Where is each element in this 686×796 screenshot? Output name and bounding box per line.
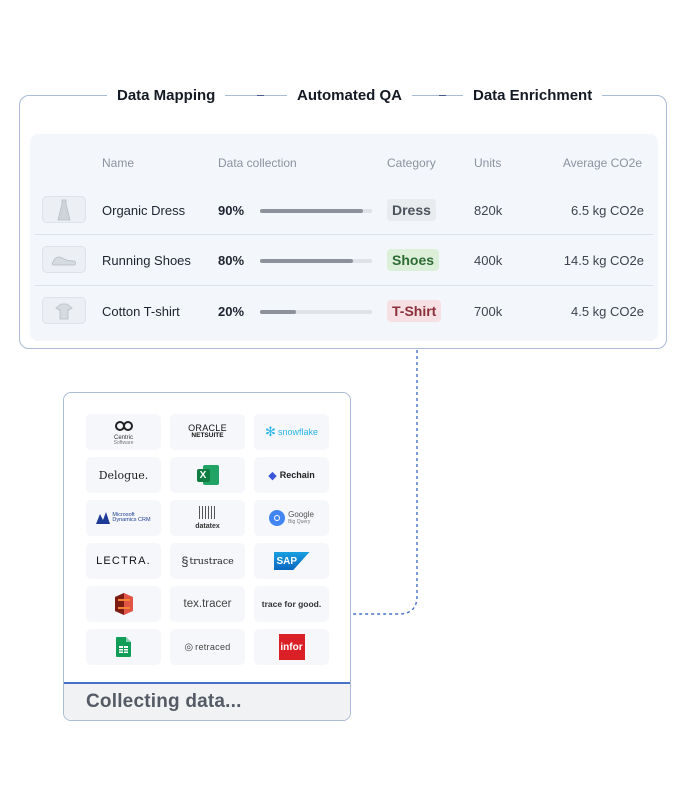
step-separator	[439, 95, 446, 96]
dynamics-label: Microsoft	[112, 511, 135, 518]
units-value: 700k	[474, 303, 503, 319]
table-row[interactable]: Running Shoes 80% Shoes 400k 14.5 kg CO2…	[30, 235, 658, 285]
header-name: Name	[102, 156, 135, 170]
oracle-label: ORACLE	[188, 422, 227, 433]
trace-for-good-logo[interactable]: trace for good.	[254, 586, 329, 622]
collection-progress-bar	[260, 259, 372, 263]
sap-logo[interactable]: SAP	[254, 543, 329, 579]
step-separator	[257, 95, 264, 96]
delogue-logo[interactable]: Delogue.	[86, 457, 161, 493]
retraced-logo[interactable]: ◎ retraced	[170, 629, 245, 665]
units-value: 400k	[474, 252, 503, 268]
sap-label: SAP	[273, 552, 310, 570]
dynamics-icon	[96, 512, 111, 524]
shoe-icon	[42, 246, 86, 273]
oracle-netsuite-logo[interactable]: ORACLE NETSUITE	[170, 414, 245, 450]
table-row[interactable]: Cotton T-shirt 20% T-Shirt 700k 4.5 kg C…	[30, 286, 658, 336]
tshirt-icon	[42, 297, 86, 324]
product-name: Organic Dress	[102, 202, 186, 218]
excel-logo[interactable]: X	[170, 457, 245, 493]
integrations-card: Centric Software ORACLE NETSUITE ✻ snowf…	[63, 392, 351, 721]
category-badge: Shoes	[387, 249, 440, 271]
aws-s3-logo[interactable]	[86, 586, 161, 622]
collection-percent: 80%	[218, 252, 245, 268]
co2-value: 14.5 kg CO2e	[563, 252, 644, 268]
google-sheets-logo[interactable]	[86, 629, 161, 665]
collection-percent: 20%	[218, 303, 245, 319]
pipeline-steps: Data Mapping Automated QA Data Enrichmen…	[20, 84, 666, 108]
products-table: Name Data collection Category Units Aver…	[30, 134, 658, 341]
dress-icon	[42, 196, 86, 223]
trustrace-label: trustrace	[189, 555, 234, 567]
trace-for-good-label: trace for good.	[261, 599, 322, 609]
header-average-co2e: Average CO2e	[562, 156, 642, 170]
row-divider	[35, 234, 653, 235]
co2-value: 4.5 kg CO2e	[571, 303, 644, 319]
step-automated-qa[interactable]: Automated QA	[287, 84, 412, 108]
google-sheets-icon	[116, 637, 131, 657]
integrations-grid: Centric Software ORACLE NETSUITE ✻ snowf…	[86, 414, 331, 665]
textracer-logo[interactable]: tex.tracer	[170, 586, 245, 622]
progress-fill	[260, 310, 296, 314]
bigquery-label: Google	[288, 510, 314, 520]
table-row[interactable]: Organic Dress 90% Dress 820k 6.5 kg CO2e	[30, 185, 658, 235]
infor-logo[interactable]: infor	[254, 629, 329, 665]
collection-progress-bar	[260, 310, 372, 314]
microsoft-dynamics-logo[interactable]: Microsoft Dynamics CRM	[86, 500, 161, 536]
progress-fill	[260, 209, 364, 213]
datatex-label: datatex	[195, 523, 220, 530]
retraced-label: retraced	[195, 642, 231, 652]
netsuite-label: NETSUITE	[191, 432, 224, 440]
bigquery-sub: Big Query	[288, 518, 311, 525]
excel-icon: X	[196, 464, 219, 486]
co2-value: 6.5 kg CO2e	[571, 202, 644, 218]
status-text: Collecting data...	[86, 691, 242, 712]
delogue-label: Delogue.	[98, 468, 149, 482]
lectra-logo[interactable]: LECTRA.	[86, 543, 161, 579]
category-badge: T-Shirt	[387, 300, 442, 322]
centric-sub: Software	[113, 439, 134, 446]
collection-percent: 90%	[218, 202, 245, 218]
datatex-icon	[199, 506, 216, 519]
units-value: 820k	[474, 202, 503, 218]
product-name: Running Shoes	[102, 252, 191, 268]
bigquery-icon	[269, 510, 286, 526]
header-category: Category	[387, 156, 436, 170]
lectra-label: LECTRA.	[96, 555, 151, 567]
rechain-icon: ◆	[268, 469, 277, 482]
snowflake-icon: ✻	[265, 424, 276, 439]
collecting-status: Collecting data...	[64, 682, 350, 720]
centric-icon	[114, 420, 133, 431]
retraced-icon: ◎	[184, 641, 194, 653]
centric-software-logo[interactable]: Centric Software	[86, 414, 161, 450]
snowflake-logo[interactable]: ✻ snowflake	[254, 414, 329, 450]
dynamics-sub: Dynamics CRM	[112, 517, 151, 523]
infor-label: infor	[278, 634, 305, 660]
trustrace-icon: §	[181, 553, 189, 569]
step-data-enrichment[interactable]: Data Enrichment	[463, 84, 603, 108]
rechain-label: Rechain	[279, 470, 315, 480]
textracer-label: tex.tracer	[183, 598, 232, 610]
collection-progress-bar	[260, 209, 372, 213]
aws-s3-icon	[114, 593, 133, 615]
header-units: Units	[474, 156, 502, 170]
centric-label: Centric	[113, 434, 133, 441]
google-bigquery-logo[interactable]: Google Big Query	[254, 500, 329, 536]
progress-fill	[260, 259, 353, 263]
category-badge: Dress	[387, 199, 436, 221]
datatex-logo[interactable]: datatex	[170, 500, 245, 536]
header-data-collection: Data collection	[218, 156, 297, 170]
product-name: Cotton T-shirt	[102, 303, 180, 319]
step-data-mapping[interactable]: Data Mapping	[107, 84, 226, 108]
snowflake-label: snowflake	[277, 427, 318, 437]
trustrace-logo[interactable]: § trustrace	[170, 543, 245, 579]
rechain-logo[interactable]: ◆ Rechain	[254, 457, 329, 493]
row-divider	[35, 285, 653, 286]
data-pipeline-card: Data Mapping Automated QA Data Enrichmen…	[19, 84, 667, 349]
